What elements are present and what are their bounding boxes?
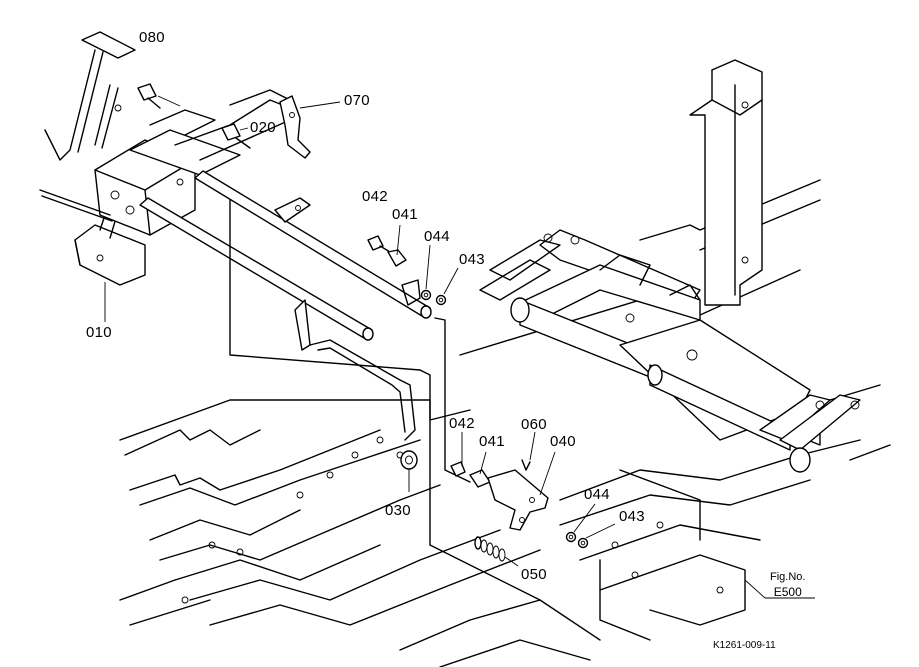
part-label-030: 030 — [385, 502, 411, 519]
figure-number-value: E500 — [773, 584, 802, 599]
part-label-010: 010 — [86, 324, 112, 341]
part-label-041-upper: 041 — [392, 206, 418, 223]
main-frame-outline — [119, 399, 601, 667]
part-label-020: 020 — [250, 119, 276, 136]
part-label-080: 080 — [139, 29, 165, 46]
part-label-044-lower: 044 — [584, 486, 610, 503]
lift-arm-assembly — [479, 229, 861, 473]
control-rods — [139, 170, 541, 601]
drawing-reference: K1261-009-11 — [713, 640, 776, 651]
part-label-044-upper: 044 — [424, 228, 450, 245]
hardware-lower — [450, 459, 589, 562]
upright-bracket — [689, 59, 763, 306]
part-label-042-upper: 042 — [362, 188, 388, 205]
spring-050 — [474, 536, 506, 562]
part-label-050: 050 — [521, 566, 547, 583]
figure-number-label: Fig.No. — [770, 571, 806, 583]
pedal-assembly — [39, 31, 291, 286]
part-label-043-lower: 043 — [619, 508, 645, 525]
part-label-043-upper: 043 — [459, 251, 485, 268]
part-label-070: 070 — [344, 92, 370, 109]
part-label-041-lower: 041 — [479, 433, 505, 450]
hardware-upper — [137, 83, 447, 470]
part-label-042-lower: 042 — [449, 415, 475, 432]
figure-number-block: Fig.No. E500 — [770, 571, 805, 600]
leader-lines — [104, 95, 815, 599]
part-label-060: 060 — [521, 416, 547, 433]
part-label-040: 040 — [550, 433, 576, 450]
